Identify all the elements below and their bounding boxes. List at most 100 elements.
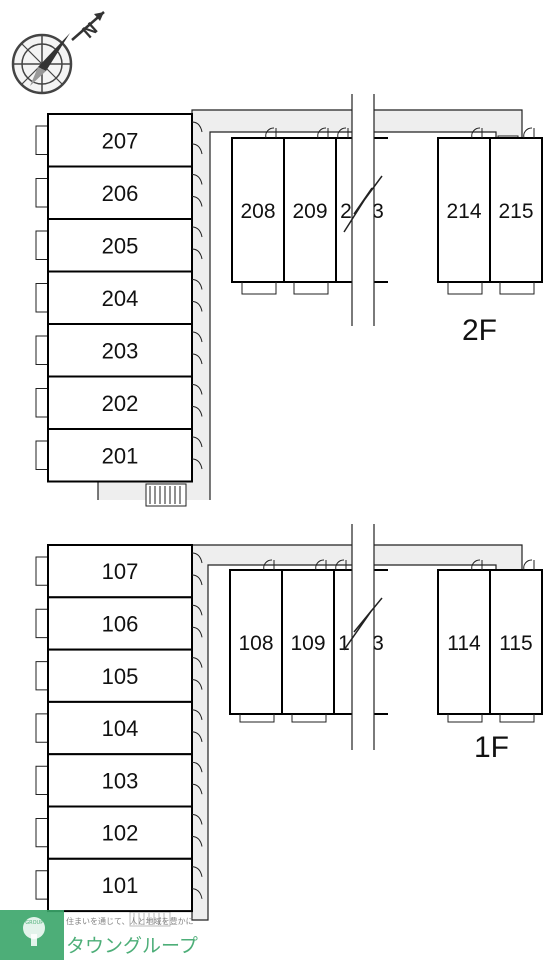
unit-104: 104 bbox=[47, 700, 203, 756]
unit-room bbox=[372, 137, 388, 283]
balconies-2f-left bbox=[35, 125, 48, 470]
balcony bbox=[35, 556, 48, 586]
door-icon bbox=[523, 559, 535, 571]
door-icon bbox=[523, 127, 535, 139]
unit-room bbox=[47, 648, 193, 703]
unit-room bbox=[47, 218, 193, 273]
break-lines-1f bbox=[343, 522, 383, 754]
unit-209: 209 bbox=[283, 127, 337, 295]
break-lines-2f bbox=[343, 92, 383, 332]
unit-206: 206 bbox=[47, 165, 203, 220]
unit-201: 201 bbox=[47, 428, 203, 483]
unit-number: 104 bbox=[102, 716, 139, 741]
unit-room bbox=[231, 137, 285, 283]
door-icon bbox=[191, 174, 203, 207]
unit-102: 102 bbox=[47, 805, 203, 860]
unit-214: 214 bbox=[437, 127, 491, 295]
balcony bbox=[239, 714, 275, 723]
balcony bbox=[499, 282, 535, 295]
unit-room bbox=[47, 428, 193, 483]
door-icon bbox=[191, 384, 203, 417]
unit-105: 105 bbox=[47, 648, 203, 703]
balcony bbox=[35, 713, 48, 743]
left-units-2f: 207 206 205 204 203 202 201 bbox=[47, 113, 203, 483]
balcony bbox=[35, 388, 48, 418]
balcony bbox=[35, 230, 48, 260]
door-icon bbox=[191, 761, 203, 795]
balcony bbox=[35, 765, 48, 795]
unit-101: 101 bbox=[47, 857, 203, 913]
door-icon bbox=[191, 814, 203, 847]
balcony bbox=[35, 870, 48, 900]
balcony bbox=[35, 283, 48, 313]
unit-109: 109 bbox=[281, 559, 335, 723]
balcony bbox=[35, 818, 48, 848]
unit-room bbox=[47, 270, 193, 325]
unit-108: 108 bbox=[229, 559, 283, 723]
unit-number: 109 bbox=[290, 632, 325, 655]
unit-room bbox=[437, 569, 491, 715]
unit-room bbox=[47, 700, 193, 756]
unit-number: 205 bbox=[102, 233, 139, 258]
balcony bbox=[35, 608, 48, 639]
door-icon bbox=[191, 604, 203, 638]
unit-number: 209 bbox=[292, 200, 327, 223]
unit-room bbox=[437, 137, 491, 283]
door-icon bbox=[471, 127, 483, 139]
balcony bbox=[293, 282, 329, 295]
unit-room bbox=[229, 569, 283, 715]
unit-106: 106 bbox=[47, 596, 203, 651]
unit-room bbox=[489, 137, 543, 283]
balcony bbox=[499, 714, 535, 723]
door-icon bbox=[191, 226, 203, 260]
unit-number: 204 bbox=[102, 286, 139, 311]
unit-number: 2 bbox=[340, 200, 352, 223]
door-icon bbox=[263, 559, 275, 571]
balconies-1f-left bbox=[35, 556, 48, 900]
unit-room bbox=[47, 323, 193, 378]
balcony bbox=[447, 282, 483, 295]
compass-letter: N bbox=[78, 19, 101, 43]
unit-number: 214 bbox=[446, 200, 481, 223]
unit-number: 105 bbox=[102, 664, 139, 689]
balcony bbox=[35, 335, 48, 365]
door-icon bbox=[191, 121, 203, 155]
unit-number: 203 bbox=[102, 338, 139, 363]
unit-number: 3 bbox=[372, 632, 384, 655]
unit-number: 107 bbox=[102, 559, 139, 584]
compass-north-label: N bbox=[71, 11, 105, 43]
logo-emblem-text: TOWN GROUP bbox=[7, 920, 43, 926]
unit-room bbox=[47, 857, 193, 913]
unit-number: 202 bbox=[102, 391, 139, 416]
unit-107: 107 bbox=[47, 544, 203, 599]
unit-number: 215 bbox=[498, 200, 533, 223]
door-icon bbox=[191, 657, 203, 690]
unit-room bbox=[47, 805, 193, 860]
balcony bbox=[447, 714, 483, 723]
unit-number: 3 bbox=[372, 200, 384, 223]
unit-208: 208 bbox=[231, 127, 285, 295]
unit-number: 1 bbox=[338, 632, 350, 655]
door-icon bbox=[315, 559, 327, 571]
unit-number: 207 bbox=[102, 128, 139, 153]
door-icon bbox=[337, 127, 349, 139]
unit-103: 103 bbox=[47, 753, 203, 808]
door-icon bbox=[191, 436, 203, 470]
balcony bbox=[35, 125, 48, 155]
logo-name: タウングループ bbox=[66, 935, 198, 957]
unit-room bbox=[372, 569, 388, 715]
unit-115: 115 bbox=[489, 559, 543, 723]
balcony bbox=[291, 714, 327, 723]
door-icon bbox=[335, 559, 347, 571]
unit-number: 208 bbox=[240, 200, 275, 223]
unit-202: 202 bbox=[47, 375, 203, 430]
unit-number: 106 bbox=[102, 611, 139, 636]
unit-number: 201 bbox=[102, 443, 139, 468]
door-icon bbox=[191, 709, 203, 743]
unit-room bbox=[47, 375, 193, 430]
unit-203: 203 bbox=[47, 323, 203, 378]
balcony bbox=[35, 178, 48, 208]
